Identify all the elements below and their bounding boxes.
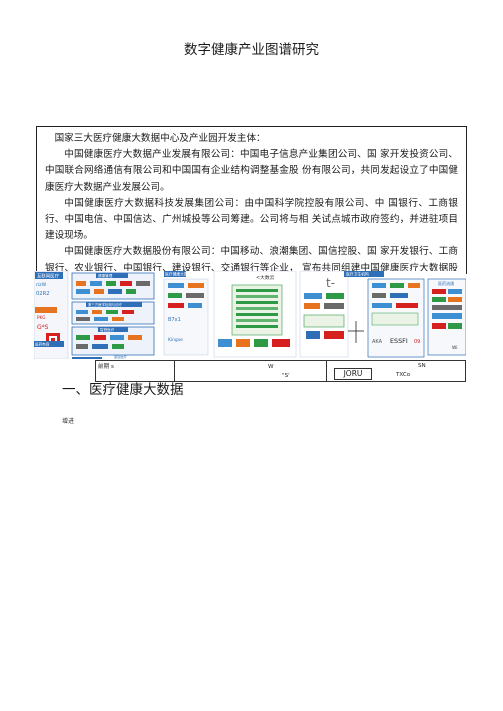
gs-label: G*S <box>37 324 49 331</box>
left-tag: 互联网医疗 <box>37 272 60 279</box>
mid-text-2: Kingxe <box>168 337 183 343</box>
orange-tag <box>35 307 57 313</box>
left-bottom-tag: 医药电商 <box>35 342 50 347</box>
joru-box: JORU <box>334 368 372 380</box>
panel-3-label: 智慧医疗 <box>100 327 115 332</box>
panel-2-label: 第三方医学检测与诊疗 <box>88 302 123 307</box>
right-big-t: t- <box>326 276 335 290</box>
strip-label-2: W <box>268 364 274 370</box>
intro-paragraph-2: 中国健康医疗大数据科技发展集团公司：由中国科学院控股有限公司、中 国银行、工商银… <box>45 197 458 242</box>
pkg-label: PKG <box>37 315 46 320</box>
mid-text-1: B7x1 <box>168 317 181 323</box>
mid-center-label: <大数云 <box>256 274 275 281</box>
left-sub-2: 02R2 <box>36 291 50 297</box>
industry-map-graphic: 互联网医疗 rizW 02R2 PKG G*S 健康管理 第三方医学检测与诊疗 <box>34 271 466 359</box>
section-note: 增进 <box>62 418 75 425</box>
essfi-num: 09 <box>414 339 420 345</box>
ak-text: AKA <box>372 339 383 345</box>
intro-box: 国家三大医疗健康大数据中心及产业园开发主体： 中国健康医疗大数据产业发展有限公司… <box>36 126 467 290</box>
strip-label-4: SN <box>418 363 426 369</box>
intro-paragraph-1: 中国健康医疗大数据产业发展有限公司：中国电子信息产业集团公司、国 家开发投资公司… <box>45 149 458 193</box>
left-sub-1: rizW <box>36 282 47 288</box>
wi-text: Wi <box>452 345 457 351</box>
strip-label-3: "S' <box>282 373 290 379</box>
left-tag-box <box>35 272 63 279</box>
section-heading: 一、医疗健康大数据 <box>62 382 184 398</box>
bottom-strip: 前期 s W "S' JORU SN TXCo <box>95 360 466 382</box>
strip-label-5: TXCo <box>396 372 411 378</box>
strip-label-1: 前期 s <box>98 364 114 370</box>
industry-map: 互联网医疗 rizW 02R2 PKG G*S 健康管理 第三方医学检测与诊疗 <box>34 271 466 359</box>
essfi-text: ESSFI <box>390 337 408 345</box>
panel-4-label: 康复医疗 <box>114 354 128 359</box>
panel-1-label: 健康管理 <box>98 273 113 278</box>
intro-lead: 国家三大医疗健康大数据中心及产业园开发主体： <box>54 133 266 144</box>
mid-tag: 医疗健康大数据 <box>165 272 192 277</box>
page-title: 数字健康产业图谱研究 <box>184 42 319 58</box>
right-panel-label: 医药流通 <box>438 280 454 286</box>
right-tag: 医疗卫生机构 <box>346 272 369 277</box>
